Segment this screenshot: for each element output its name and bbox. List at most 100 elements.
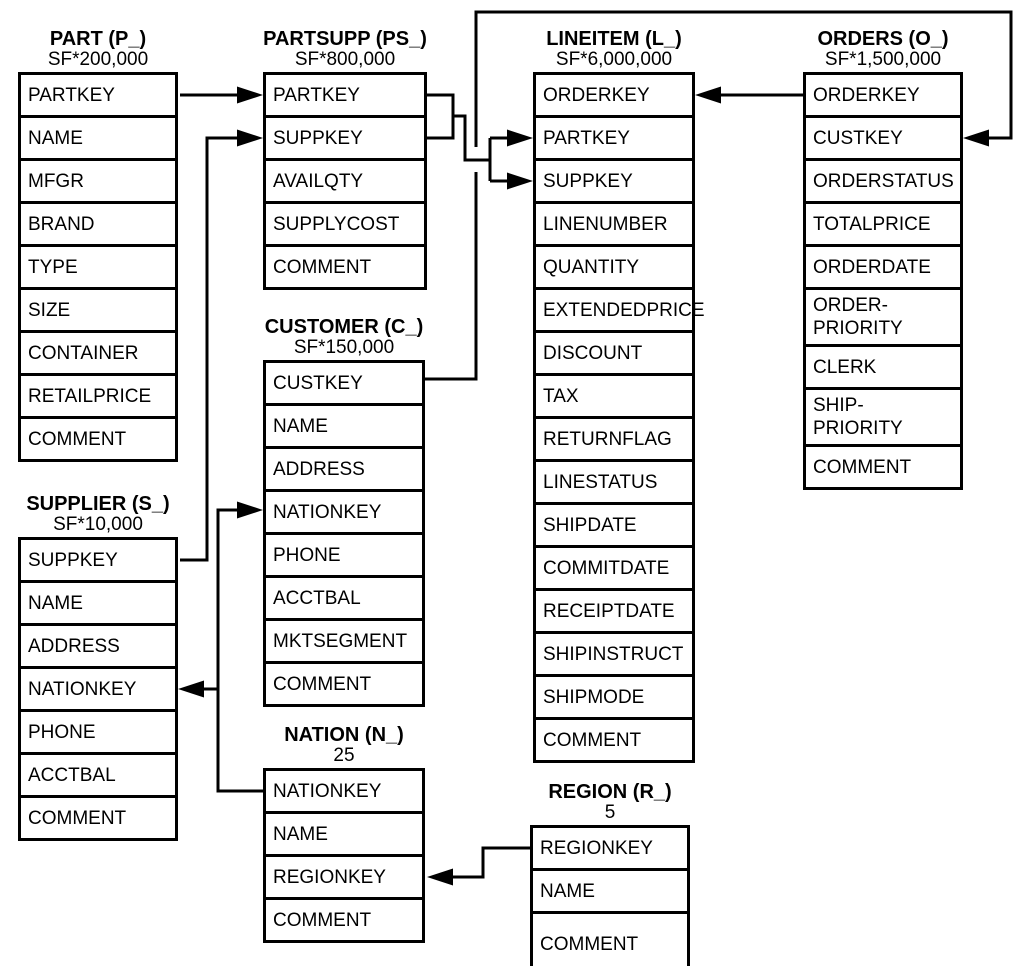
table-title: REGION (R_) — [548, 781, 672, 803]
table-row: REGIONKEY — [266, 857, 422, 900]
table-row: TYPE — [21, 247, 175, 290]
column-label: SUPPKEY — [273, 127, 363, 149]
table-row: TAX — [536, 376, 692, 419]
table-row: RETAILPRICE — [21, 376, 175, 419]
table-title: ORDERS (O_) — [817, 28, 949, 50]
column-label: CLERK — [813, 356, 877, 378]
column-label: SUPPLYCOST — [273, 213, 400, 235]
connector-nation-customer-supplier — [178, 501, 263, 793]
table-row: CUSTKEY — [806, 118, 960, 161]
column-label: SHIP- PRIORITY — [813, 395, 903, 439]
column-label: RETURNFLAG — [543, 428, 672, 450]
table-partsupp: PARTSUPP (PS_) SF*800,000 PARTKEY SUPPKEY… — [263, 28, 427, 290]
table-row: SUPPLYCOST — [266, 204, 424, 247]
column-label: RETAILPRICE — [28, 385, 152, 407]
table-title: PARTSUPP (PS_) — [263, 28, 427, 50]
table-row: ORDERKEY — [536, 75, 692, 118]
column-label: PARTKEY — [28, 84, 115, 106]
table-row: COMMENT — [266, 900, 422, 940]
table-cardinality: SF*800,000 — [294, 49, 396, 70]
column-label: SIZE — [28, 299, 71, 321]
column-label: ORDER- PRIORITY — [813, 295, 903, 339]
table-region: REGION (R_) 5 REGIONKEY NAME COMMENT — [530, 781, 690, 966]
column-label: NAME — [28, 592, 83, 614]
table-row: NATIONKEY — [266, 771, 422, 814]
column-label: ORDERKEY — [543, 84, 650, 106]
table-row: CUSTKEY — [266, 363, 422, 406]
column-label: AVAILQTY — [273, 170, 364, 192]
table-row: PHONE — [21, 712, 175, 755]
table-title: NATION (N_) — [284, 724, 404, 746]
table-cardinality: SF*150,000 — [293, 337, 395, 358]
table-row: ORDERDATE — [806, 247, 960, 290]
table-row: ORDERKEY — [806, 75, 960, 118]
table-row: COMMENT — [536, 720, 692, 760]
table-row: PHONE — [266, 535, 422, 578]
column-label: CUSTKEY — [273, 372, 363, 394]
column-label: CONTAINER — [28, 342, 139, 364]
column-label: QUANTITY — [543, 256, 640, 278]
table-row: DISCOUNT — [536, 333, 692, 376]
column-label: SHIPINSTRUCT — [543, 643, 684, 665]
table-row: NAME — [533, 871, 687, 914]
column-label: SHIPMODE — [543, 686, 645, 708]
column-label: COMMENT — [543, 729, 642, 751]
table-columns: PARTKEY SUPPKEY AVAILQTY SUPPLYCOST COMMENT — [263, 72, 427, 290]
table-row: NATIONKEY — [21, 669, 175, 712]
table-row: SHIP- PRIORITY — [806, 390, 960, 447]
table-cardinality: SF*10,000 — [53, 514, 143, 535]
table-row: SUPPKEY — [536, 161, 692, 204]
column-label: PHONE — [28, 721, 96, 743]
table-row: NAME — [21, 118, 175, 161]
column-label: COMMENT — [273, 673, 372, 695]
column-label: EXTENDEDPRICE — [543, 299, 705, 321]
connector-partsupp-lineitem — [427, 93, 533, 190]
column-label: REGIONKEY — [540, 837, 653, 859]
column-label: PARTKEY — [273, 84, 360, 106]
table-row: SHIPINSTRUCT — [536, 634, 692, 677]
table-row: NAME — [21, 583, 175, 626]
table-row: SUPPKEY — [266, 118, 424, 161]
table-row: ORDERSTATUS — [806, 161, 960, 204]
column-label: MKTSEGMENT — [273, 630, 408, 652]
table-row: SIZE — [21, 290, 175, 333]
table-row: BRAND — [21, 204, 175, 247]
table-title: SUPPLIER (S_) — [26, 493, 170, 515]
table-row: TOTALPRICE — [806, 204, 960, 247]
table-columns: REGIONKEY NAME COMMENT — [530, 825, 690, 966]
table-row: COMMENT — [21, 419, 175, 459]
table-cardinality: 25 — [333, 745, 355, 766]
table-title: LINEITEM (L_) — [546, 28, 682, 50]
table-row: LINENUMBER — [536, 204, 692, 247]
column-label: TAX — [543, 385, 579, 407]
column-label: LINESTATUS — [543, 471, 658, 493]
column-label: ORDERKEY — [813, 84, 920, 106]
table-row: SUPPKEY — [21, 540, 175, 583]
table-row: NAME — [266, 814, 422, 857]
table-row: ORDER- PRIORITY — [806, 290, 960, 347]
column-label: ACCTBAL — [28, 764, 116, 786]
table-row: COMMENT — [21, 798, 175, 838]
connector-region-nation — [427, 846, 530, 886]
column-label: COMMENT — [540, 933, 639, 955]
table-row: MFGR — [21, 161, 175, 204]
table-row: RECEIPTDATE — [536, 591, 692, 634]
table-cardinality: 5 — [604, 802, 616, 823]
table-cardinality: SF*6,000,000 — [555, 49, 673, 70]
table-row: COMMENT — [806, 447, 960, 487]
table-cardinality: SF*1,500,000 — [824, 49, 942, 70]
table-row: CONTAINER — [21, 333, 175, 376]
table-row: COMMENT — [266, 247, 424, 287]
table-row: QUANTITY — [536, 247, 692, 290]
column-label: NAME — [540, 880, 595, 902]
column-label: COMMENT — [273, 909, 372, 931]
table-row: CLERK — [806, 347, 960, 390]
